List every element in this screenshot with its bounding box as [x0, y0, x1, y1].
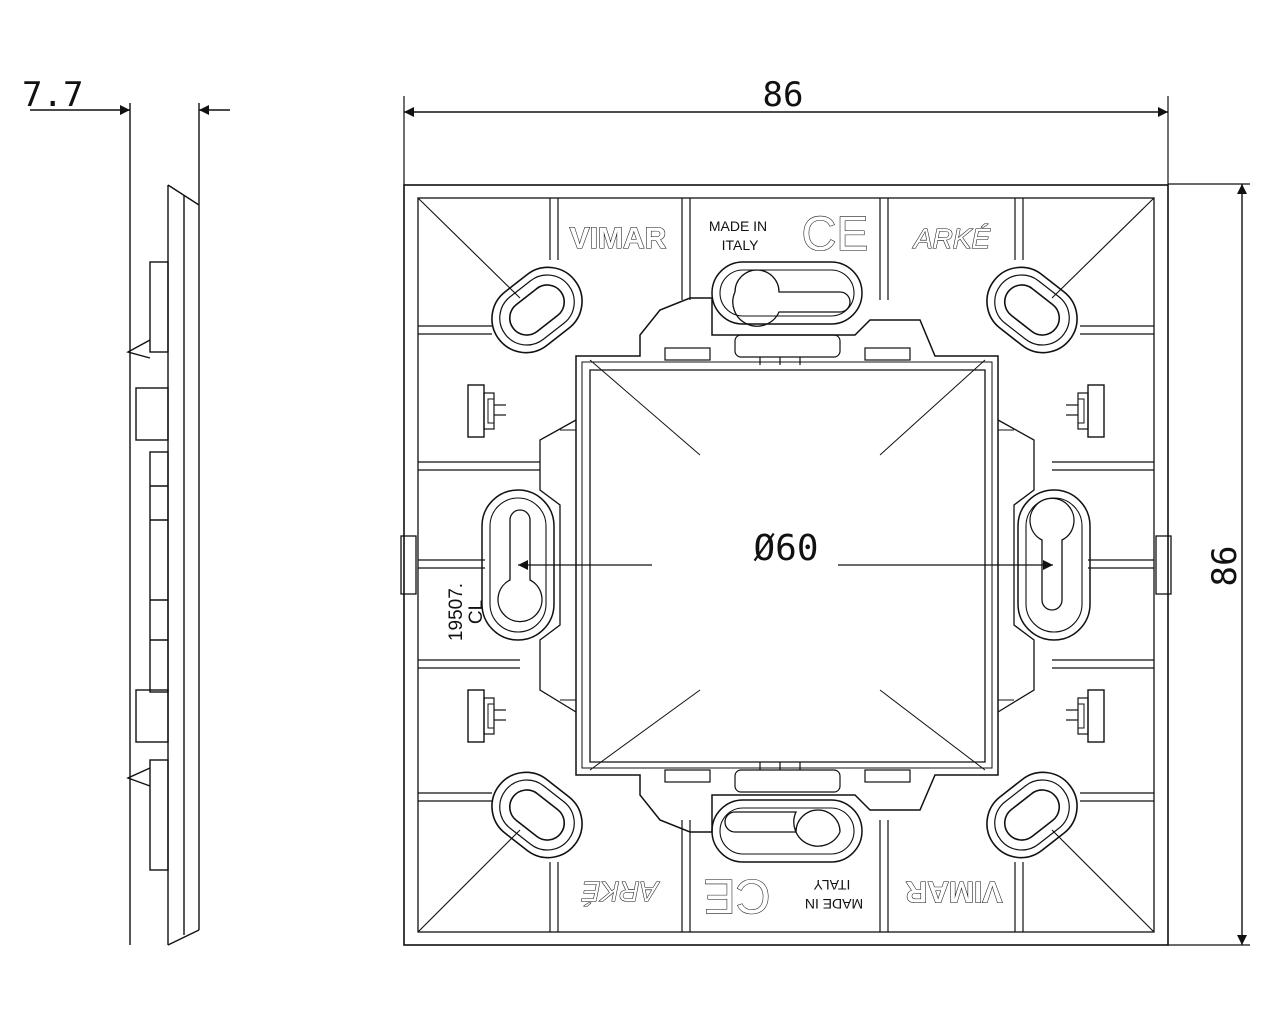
hole-spacing-label: Ø60	[753, 528, 818, 569]
series-mark-rotated: ARKÉ	[582, 876, 661, 907]
origin-mark-line1: MADE IN	[709, 218, 767, 234]
origin-mark-rotated-line1: MADE IN	[805, 896, 863, 912]
markings: VIMAR MADE IN ITALY CE ARKÉ VIMAR MADE I…	[446, 207, 1003, 922]
origin-mark-rotated-line2: ITALY	[813, 877, 850, 893]
brand-mark: VIMAR	[570, 222, 667, 255]
front-view	[400, 184, 1172, 946]
width-label: 86	[763, 75, 804, 115]
side-view	[126, 103, 200, 946]
ce-mark: CE	[802, 208, 869, 261]
hole-spacing-dimension: Ø60	[518, 528, 1053, 570]
height-label: 86	[1205, 546, 1245, 587]
brand-mark-rotated: VIMAR	[905, 875, 1002, 908]
thickness-label: 7.7	[22, 75, 83, 115]
code-mark-line1: 19507.	[446, 583, 467, 641]
code-mark-line2: CL	[466, 600, 487, 624]
series-mark: ARKÉ	[912, 223, 991, 254]
origin-mark-line2: ITALY	[722, 237, 759, 253]
height-dimension: 86	[1168, 183, 1250, 946]
width-dimension: 86	[403, 75, 1169, 185]
ce-mark-rotated: CE	[704, 869, 771, 922]
thickness-dimension: 7.7	[22, 75, 230, 115]
